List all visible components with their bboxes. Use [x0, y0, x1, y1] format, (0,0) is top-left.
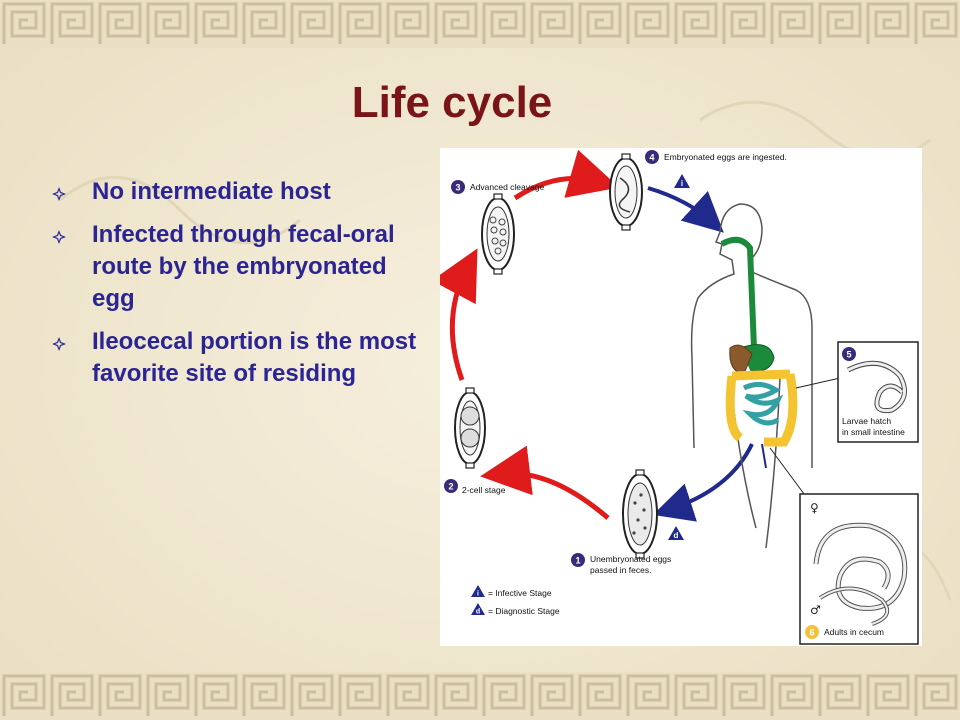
stage-5-label-line1: Larvae hatch — [842, 416, 891, 426]
bullet-text: Ileocecal portion is the most favorite s… — [92, 328, 417, 387]
stage-3-badge — [451, 180, 465, 194]
excretion-arrow — [652, 443, 754, 522]
diamond-bullet-icon — [52, 230, 66, 244]
female-symbol: ♀ — [810, 501, 819, 515]
stage-2-badge — [444, 479, 458, 493]
stage-4-badge — [645, 150, 659, 164]
stage-4-label: Embryonated eggs are ingested. — [664, 152, 787, 162]
bullet-item: No intermediate host — [50, 176, 435, 208]
digestive-tract — [720, 236, 798, 469]
stage-6-label: Adults in cecum — [824, 627, 884, 637]
life-cycle-labels: 4 Embryonated eggs are ingested. i 3 Adv… — [444, 150, 905, 639]
stage-2-number: 2 — [448, 482, 453, 492]
legend-infective-icon — [471, 585, 485, 597]
stage-6-badge — [805, 625, 819, 639]
legend-infective-label: = Infective Stage — [488, 588, 552, 598]
stage-5-badge — [842, 347, 856, 361]
slide-title: Life cycle — [351, 78, 553, 127]
stage-3-number: 3 — [455, 183, 460, 193]
bottom-border-pattern — [0, 672, 960, 720]
diagnostic-stage-marker — [668, 526, 684, 540]
male-symbol: ♂ — [810, 603, 821, 617]
egg-2-cell — [454, 387, 486, 469]
stage-1-label-line1: Unembryonated eggs — [590, 554, 671, 564]
egg-advanced-cleavage — [481, 193, 515, 275]
legend: i = Infective Stage d = Diagnostic Stage — [471, 585, 560, 616]
stage-1-number: 1 — [575, 556, 580, 566]
bullet-item: Infected through fecal-oral route by the… — [50, 219, 435, 315]
diagnostic-marker-text: d — [674, 531, 679, 540]
cycle-arrow-3-to-4 — [513, 149, 620, 201]
stage-1-label-line2: passed in feces. — [590, 565, 651, 575]
stage-5-number: 5 — [846, 350, 851, 360]
stage-4-number: 4 — [649, 153, 654, 163]
bullet-text: Infected through fecal-oral route by the… — [92, 221, 395, 312]
diamond-bullet-icon — [52, 187, 66, 201]
egg-embryonated — [609, 153, 643, 231]
diamond-bullet-icon — [52, 337, 66, 351]
life-cycle-svg — [440, 149, 919, 645]
legend-diagnostic-icon — [471, 603, 485, 615]
cycle-arrow-2-to-3 — [440, 248, 478, 381]
infective-stage-marker — [674, 174, 690, 188]
bullet-text: No intermediate host — [92, 178, 331, 205]
callout-line-larvae — [795, 377, 841, 389]
callout-line-adults — [769, 447, 811, 503]
egg-unembryonated — [622, 469, 658, 559]
stage-3-label: Advanced cleavage — [470, 182, 544, 192]
legend-diagnostic-label: = Diagnostic Stage — [488, 606, 560, 616]
stage-1-badge — [571, 553, 585, 567]
adults-box — [799, 493, 919, 645]
cycle-arrow-1-to-2 — [480, 445, 610, 520]
stage-5-label-line2: in small intestine — [842, 427, 905, 437]
infective-marker-text: i — [681, 179, 683, 188]
top-border-pattern — [0, 0, 960, 48]
bullet-list: No intermediate host Infected through fe… — [50, 176, 435, 401]
stage-6-number: 6 — [809, 628, 814, 638]
life-cycle-diagram: 4 Embryonated eggs are ingested. i 3 Adv… — [440, 148, 922, 646]
bullet-item: Ileocecal portion is the most favorite s… — [50, 326, 435, 390]
stage-2-label: 2-cell stage — [462, 485, 506, 495]
legend-infective-symbol: i — [477, 591, 479, 598]
ingestion-arrow — [647, 186, 724, 233]
legend-diagnostic-symbol: d — [476, 609, 480, 616]
